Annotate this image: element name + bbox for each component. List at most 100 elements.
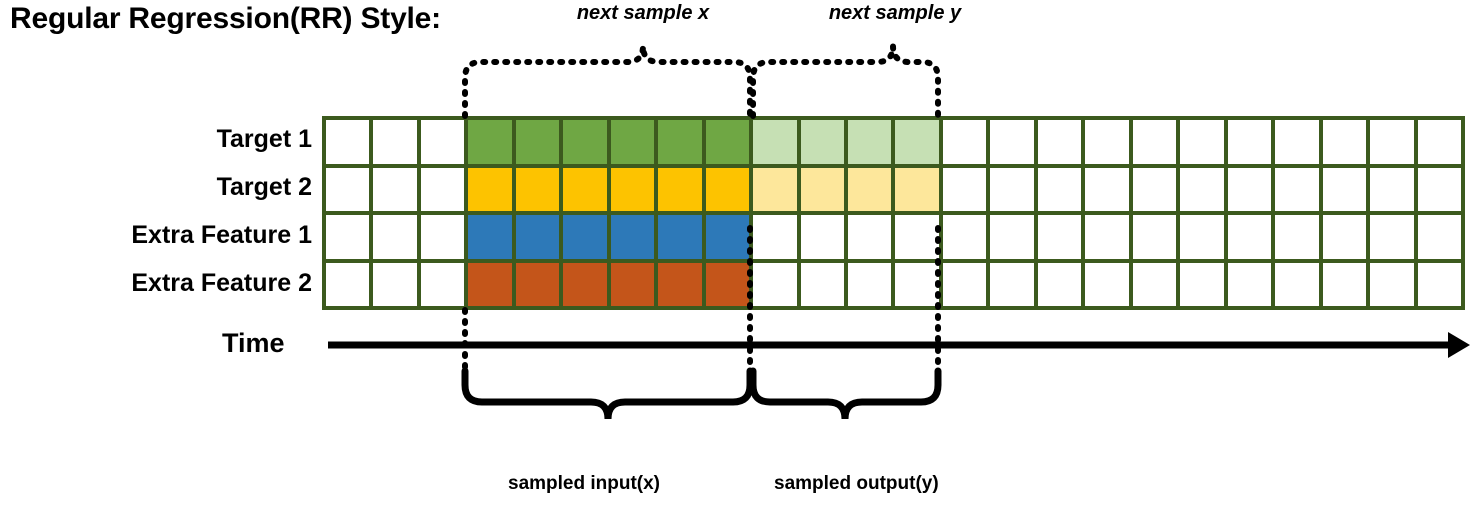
grid-cell <box>800 120 845 164</box>
grid-cell <box>1322 120 1367 164</box>
sampled-output-brace-icon <box>749 367 942 420</box>
next-sample-x-label: next sample x <box>576 2 710 24</box>
grid-cell <box>990 167 1034 211</box>
grid-cell <box>848 215 892 259</box>
sampled-input-line-1: sampled input(x) <box>508 472 661 494</box>
grid-cell <box>1132 120 1177 164</box>
grid-cell <box>1417 215 1461 259</box>
grid-cell <box>373 120 417 164</box>
grid-cell <box>326 262 370 306</box>
grid-cell <box>942 167 987 211</box>
grid-cell <box>373 167 417 211</box>
grid-cell <box>753 120 797 164</box>
grid-cell <box>468 167 512 211</box>
grid-cell <box>373 215 417 259</box>
grid-cell <box>1180 215 1224 259</box>
grid-cell <box>895 215 939 259</box>
grid-cell <box>1370 120 1414 164</box>
grid-cell <box>563 262 607 306</box>
grid-cell <box>515 262 560 306</box>
grid-cell <box>468 120 512 164</box>
grid-cell <box>610 262 655 306</box>
grid-cell <box>942 215 987 259</box>
next-sample-y-label: next sample y <box>828 2 962 24</box>
grid-cell <box>705 120 750 164</box>
grid-cell <box>990 215 1034 259</box>
grid-cell <box>895 120 939 164</box>
grid-cell <box>1085 262 1129 306</box>
grid-cell <box>1180 120 1224 164</box>
grid-cell <box>1227 120 1272 164</box>
grid-cell <box>420 215 465 259</box>
grid-cell <box>658 167 702 211</box>
grid-cell <box>515 215 560 259</box>
row-label-list: Target 1 Target 2 Extra Feature 1 Extra … <box>0 116 312 310</box>
grid-cell <box>1227 262 1272 306</box>
next-sample-y-brace-icon <box>750 45 941 119</box>
grid-cell <box>753 215 797 259</box>
grid-cell <box>1180 262 1224 306</box>
grid-cell <box>1132 215 1177 259</box>
page-title: Regular Regression(RR) Style: <box>10 2 441 35</box>
grid-cell <box>800 215 845 259</box>
grid-cell <box>1037 167 1082 211</box>
grid-cell <box>705 167 750 211</box>
grid-cell <box>753 167 797 211</box>
grid-cell <box>1037 215 1082 259</box>
grid-cell <box>515 167 560 211</box>
grid-cell <box>990 120 1034 164</box>
grid-cell <box>1322 262 1367 306</box>
grid-cell <box>1370 167 1414 211</box>
grid-cell <box>848 262 892 306</box>
grid-cell <box>610 215 655 259</box>
grid-cell <box>658 262 702 306</box>
grid-cell <box>990 262 1034 306</box>
sampled-input-brace-icon <box>461 367 754 420</box>
grid-cell <box>420 120 465 164</box>
grid-cell <box>942 120 987 164</box>
grid-cell <box>326 215 370 259</box>
sampled-input-caption: sampled input(x) lookback=6 input_featur… <box>508 423 701 516</box>
grid-cell <box>942 262 987 306</box>
grid-cell <box>800 262 845 306</box>
grid-cell <box>610 167 655 211</box>
grid-cell <box>1180 167 1224 211</box>
grid-cell <box>563 215 607 259</box>
grid-cell <box>610 120 655 164</box>
grid-cell <box>1132 262 1177 306</box>
row-label-extra-feature-2: Extra Feature 2 <box>131 269 312 297</box>
grid-cell <box>515 120 560 164</box>
grid-cell <box>1370 262 1414 306</box>
grid-cell <box>1322 167 1367 211</box>
grid-cell <box>326 167 370 211</box>
grid-cell <box>1037 262 1082 306</box>
grid-cell <box>468 262 512 306</box>
row-label-target-2: Target 2 <box>216 173 312 201</box>
grid-cell <box>705 262 750 306</box>
grid-cell <box>1085 167 1129 211</box>
sampled-output-line-1: sampled output(y) <box>774 472 939 494</box>
grid-cell <box>1417 120 1461 164</box>
grid-cell <box>658 215 702 259</box>
grid-cell <box>563 167 607 211</box>
grid-cell <box>1370 215 1414 259</box>
grid-cell <box>1322 215 1367 259</box>
grid-cell <box>1085 215 1129 259</box>
grid-cell <box>373 262 417 306</box>
grid-cell <box>848 167 892 211</box>
grid-cell <box>1275 120 1319 164</box>
grid-cell <box>848 120 892 164</box>
grid-cell <box>1085 120 1129 164</box>
grid-cell <box>1417 167 1461 211</box>
time-axis-label: Time <box>222 328 285 358</box>
grid-cell <box>1417 262 1461 306</box>
grid-cell <box>326 120 370 164</box>
grid-cell <box>420 262 465 306</box>
grid-cell <box>705 215 750 259</box>
row-label-extra-feature-1: Extra Feature 1 <box>131 221 312 249</box>
grid-cell <box>658 120 702 164</box>
grid-cell <box>1227 215 1272 259</box>
grid-cell <box>895 262 939 306</box>
grid-cell <box>1037 120 1082 164</box>
